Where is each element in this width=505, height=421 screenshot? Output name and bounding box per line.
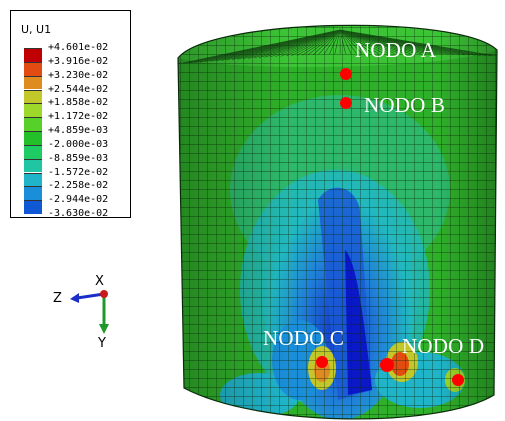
legend-value: +4.859e-03 bbox=[48, 125, 109, 136]
legend-swatch bbox=[24, 158, 42, 173]
legend-swatch bbox=[24, 131, 42, 145]
legend-swatch bbox=[24, 186, 42, 201]
legend-value: -3.630e-02 bbox=[48, 208, 109, 219]
x-axis-label: X bbox=[95, 274, 104, 289]
z-axis-label: Z bbox=[53, 291, 62, 306]
legend-swatch bbox=[24, 172, 42, 187]
legend-value: -2.000e-03 bbox=[48, 138, 109, 150]
z-axis-arrow bbox=[76, 292, 105, 300]
legend-swatch bbox=[24, 117, 42, 131]
triad-axes bbox=[70, 290, 109, 334]
legend-value: -1.572e-02 bbox=[48, 166, 109, 178]
legend-swatch bbox=[24, 200, 42, 214]
node-b-label: NODO B bbox=[364, 93, 446, 117]
cylinder-body bbox=[178, 25, 497, 419]
contour-legend: U, U1 +4.601e-02 +3.916e-02 +3.230e-02 +2.5… bbox=[10, 10, 131, 219]
x-axis-point bbox=[100, 290, 108, 298]
legend-swatch bbox=[24, 61, 42, 76]
legend-value: +3.230e-02 bbox=[48, 69, 109, 81]
node-c-label: NODO C bbox=[263, 326, 345, 350]
node-d-marker-2 bbox=[452, 374, 464, 386]
y-axis-label: Y bbox=[98, 336, 106, 351]
legend-swatch bbox=[24, 75, 42, 90]
view-triad: X Z Y bbox=[45, 272, 125, 352]
node-a-label: NODO A bbox=[355, 38, 437, 62]
legend-value: +1.858e-02 bbox=[48, 97, 109, 109]
y-axis-arrowhead bbox=[99, 324, 109, 334]
node-a-marker bbox=[340, 68, 352, 80]
legend-value: +4.601e-02 bbox=[48, 42, 109, 53]
legend-title: U, U1 bbox=[21, 23, 52, 36]
z-axis-arrowhead bbox=[70, 293, 79, 303]
legend-value: -8.859e-03 bbox=[48, 152, 109, 164]
legend-swatch bbox=[24, 89, 42, 104]
legend-swatch bbox=[24, 48, 42, 62]
legend-swatch bbox=[24, 144, 42, 159]
legend-value: -2.944e-02 bbox=[48, 194, 109, 206]
legend-value: +2.544e-02 bbox=[48, 83, 109, 95]
legend-value: +1.172e-02 bbox=[48, 111, 109, 123]
legend-value: -2.258e-02 bbox=[48, 180, 109, 192]
node-d-marker-1 bbox=[380, 358, 394, 372]
node-b-marker bbox=[340, 97, 352, 109]
legend-color-bar bbox=[24, 48, 42, 214]
legend-value: +3.916e-02 bbox=[48, 55, 109, 67]
node-d-label: NODO D bbox=[402, 334, 485, 358]
legend-swatch bbox=[24, 103, 42, 118]
node-c-marker bbox=[316, 356, 328, 368]
